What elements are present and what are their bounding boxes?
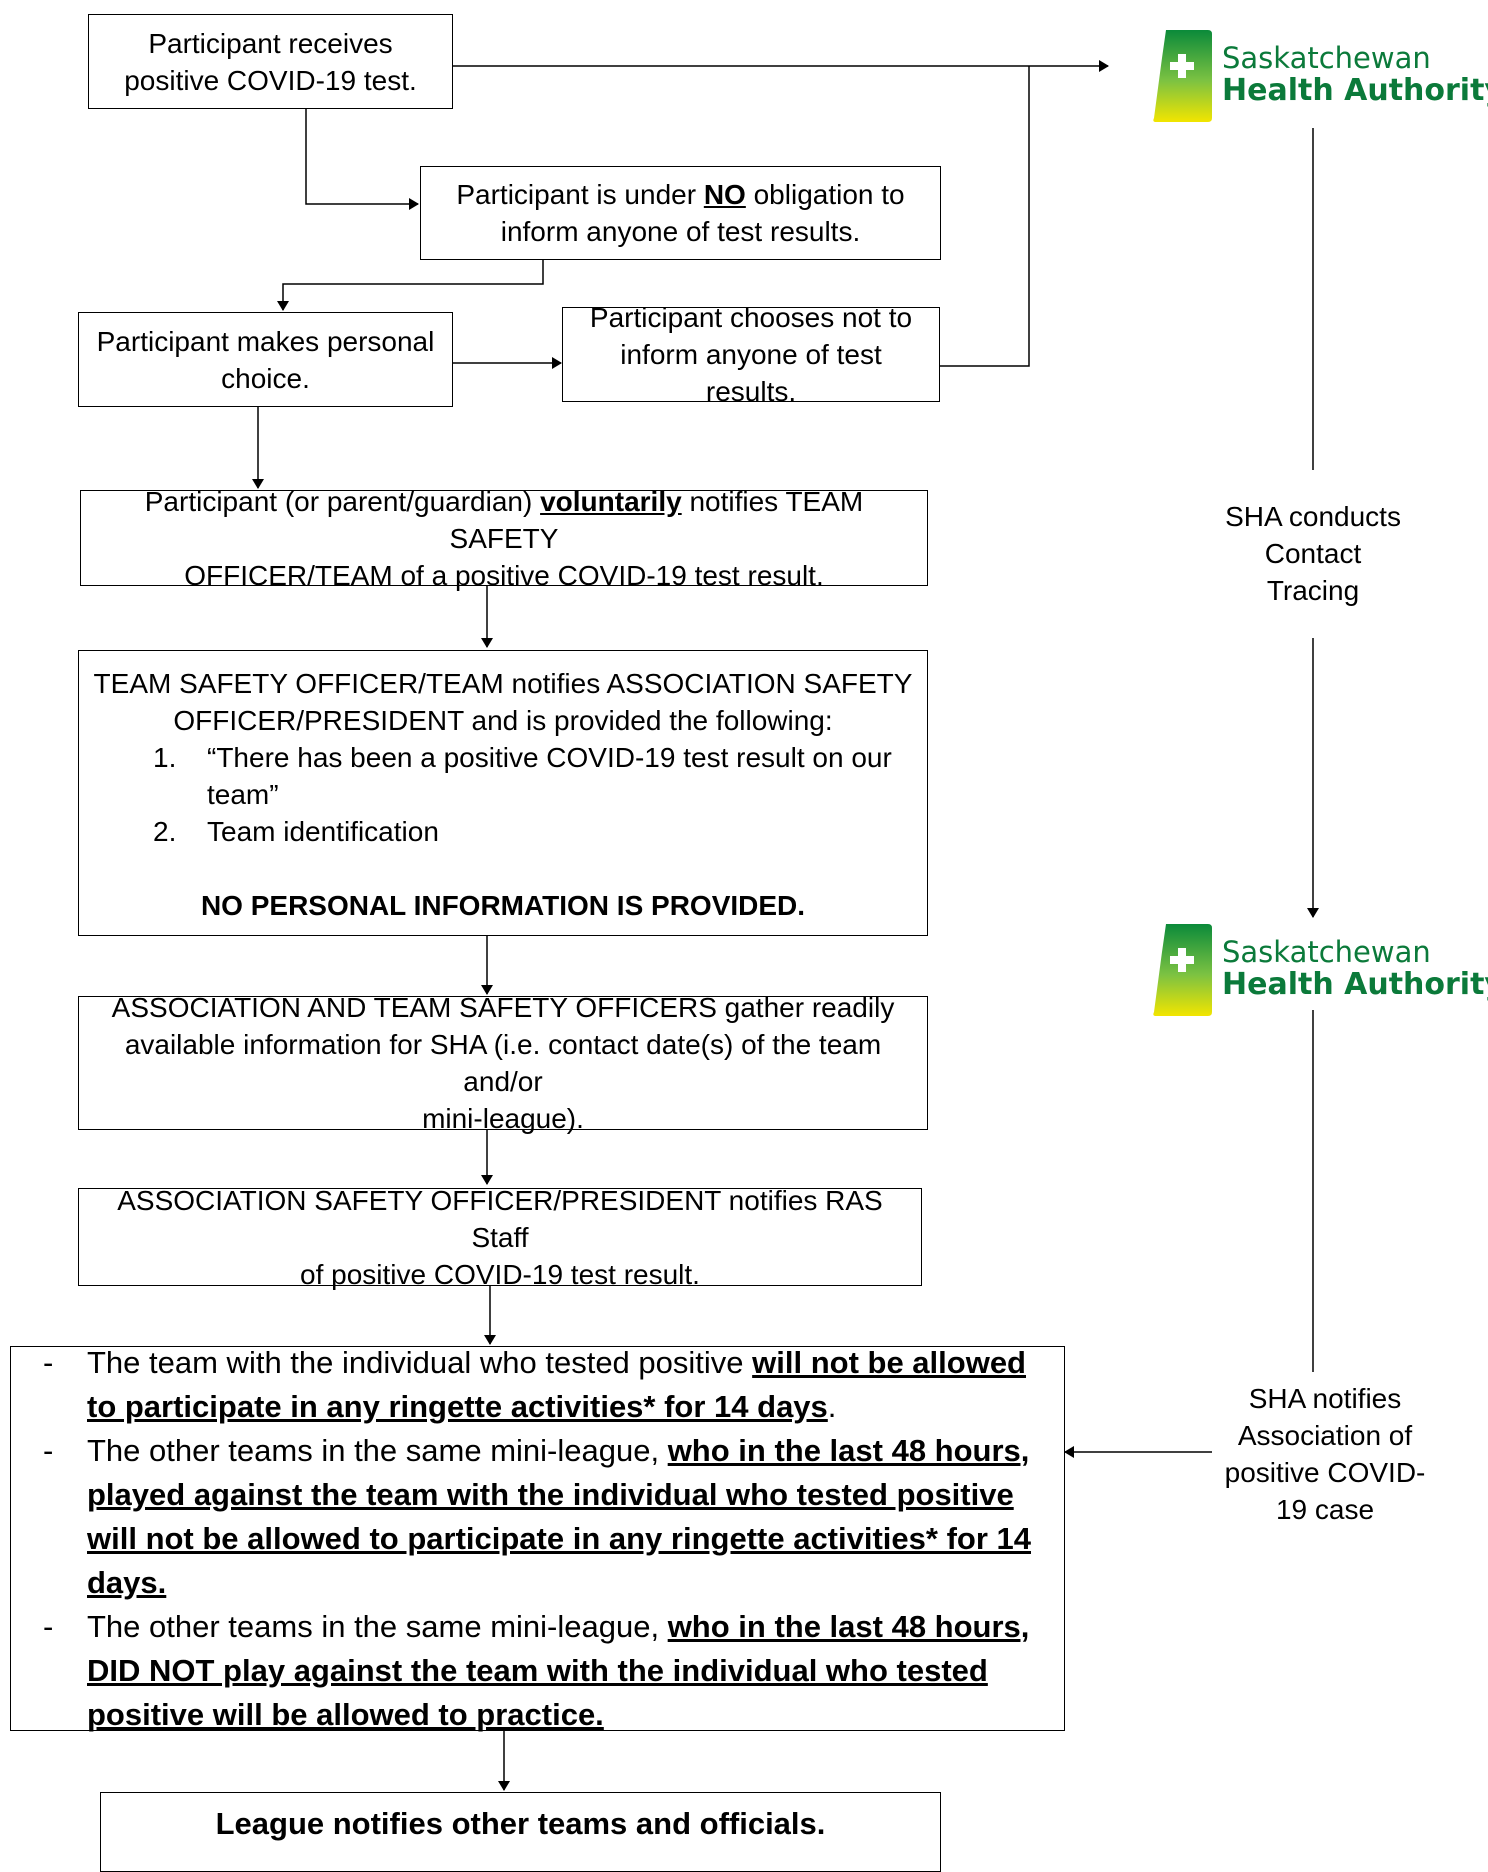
box10-text: League notifies other teams and official… [215,1806,826,1841]
sha-notifies-association: SHA notifies Association of positive COV… [1212,1380,1438,1528]
list-number: 1. [153,742,177,773]
box-team-restrictions: -The team with the individual who tested… [10,1345,1065,1732]
list-item: 2. Team identification [89,813,917,850]
box6-list: 1. “There has been a positive COVID-19 te… [89,739,917,850]
box2-line1: Participant is under NO obligation to [456,176,904,213]
box1-line2: positive COVID-19 test. [124,64,417,96]
box8-line1: ASSOCIATION SAFETY OFFICER/PRESIDENT not… [117,1184,883,1253]
list-text-cont: team” [207,779,279,810]
list-number: 2. [153,816,177,847]
box5-pre: Participant (or parent/guardian) [144,485,541,517]
plus-cross-icon [1153,924,1212,1016]
box5-line1: Participant (or parent/guardian) volunta… [91,483,917,557]
plus-cross-icon [1153,30,1212,122]
box2-line2: inform anyone of test results. [500,216,861,247]
line-b4-to-sha [940,66,1030,367]
list-item: 1. “There has been a positive COVID-19 te… [89,739,917,813]
list-text: Team identification [207,816,439,847]
box-association-notifies-ras: ASSOCIATION SAFETY OFFICER/PRESIDENT not… [78,1185,922,1290]
bullet-dash: - [43,1432,54,1468]
box7-line2: available information for SHA (i.e. cont… [124,1029,882,1097]
box-team-notifies-association: TEAM SAFETY OFFICER/TEAM notifies ASSOCI… [78,650,928,936]
box-gather-information: ASSOCIATION AND TEAM SAFETY OFFICERS gat… [78,992,928,1134]
box-no-obligation: Participant is under NO obligation to in… [420,166,941,260]
box7-line1: ASSOCIATION AND TEAM SAFETY OFFICERS gat… [111,992,895,1023]
side2-line2: Association of [1237,1420,1413,1451]
logo-line2: Health Authority [1222,967,1488,1002]
bullet-dash: - [43,1608,54,1644]
sha-logo-middle: Saskatchewan Health Authority [1152,922,1488,1018]
box5-emphasis: voluntarily [540,485,682,517]
box6-line2: OFFICER/PRESIDENT and is provided the fo… [173,705,833,736]
bullet-emphasis: who in the last 48 hours, played against… [87,1432,1031,1600]
box2-pre: Participant is under [456,179,704,210]
box5-post: notifies TEAM SAFETY [449,485,864,554]
sha-contact-tracing: SHA conducts Contact Tracing [1200,498,1426,609]
box5-line2: OFFICER/TEAM of a positive COVID-19 test… [184,559,824,591]
side1-line3: Tracing [1266,575,1360,606]
box6-line1: TEAM SAFETY OFFICER/TEAM notifies ASSOCI… [93,668,913,699]
box6-footer: NO PERSONAL INFORMATION IS PROVIDED. [200,890,806,921]
arrow-b1-to-b2 [305,109,419,210]
bullet-emphasis: who in the last 48 hours, DID NOT play a… [87,1608,1030,1732]
sha-logo-top: Saskatchewan Health Authority [1152,28,1488,124]
restrictions-list: -The team with the individual who tested… [21,1341,1054,1737]
bullet-dash: - [43,1344,54,1380]
box3-line1: Participant makes personal [96,325,435,357]
side2-line3: positive COVID- [1224,1457,1426,1488]
box-chooses-not-inform: Participant chooses not to inform anyone… [562,302,940,407]
box2-emphasis: NO [703,179,746,210]
list-text: “There has been a positive COVID-19 test… [207,742,892,773]
side2-line1: SHA notifies [1248,1383,1402,1414]
side1-line1: SHA conducts [1225,501,1401,532]
box7-line3: mini-league). [422,1103,584,1134]
box-personal-choice: Participant makes personal choice. [78,312,453,407]
logo-line2: Health Authority [1222,73,1488,108]
bullet-end: . [827,1388,837,1424]
list-item: -The other teams in the same mini-league… [21,1429,1054,1605]
box-positive-test: Participant receives positive COVID-19 t… [88,14,453,109]
side2-line4: 19 case [1275,1494,1375,1525]
box-league-notifies: League notifies other teams and official… [100,1792,941,1872]
list-item: -The team with the individual who tested… [21,1341,1054,1429]
box8-line2: of positive COVID-19 test result. [300,1258,700,1290]
logo-line1: Saskatchewan [1222,935,1431,969]
side1-line2: Contact [1264,538,1362,569]
box-voluntarily-notifies: Participant (or parent/guardian) volunta… [80,486,928,591]
bullet-text: The other teams in the same mini-league, [87,1608,668,1644]
bullet-emphasis: will not be allowed to participate in an… [87,1344,1026,1424]
logo-line1: Saskatchewan [1222,41,1431,75]
bullet-text: The other teams in the same mini-league, [87,1432,668,1468]
box4-line2: inform anyone of test results. [620,339,882,407]
box1-line1: Participant receives [148,27,393,59]
box3-line2: choice. [221,362,310,394]
list-item: -The other teams in the same mini-league… [21,1605,1054,1737]
box4-line1: Participant chooses not to [589,302,913,333]
bullet-text: The team with the individual who tested … [87,1344,753,1380]
box2-post: obligation to [745,179,905,210]
arrow-b2-to-b3 [277,260,544,311]
